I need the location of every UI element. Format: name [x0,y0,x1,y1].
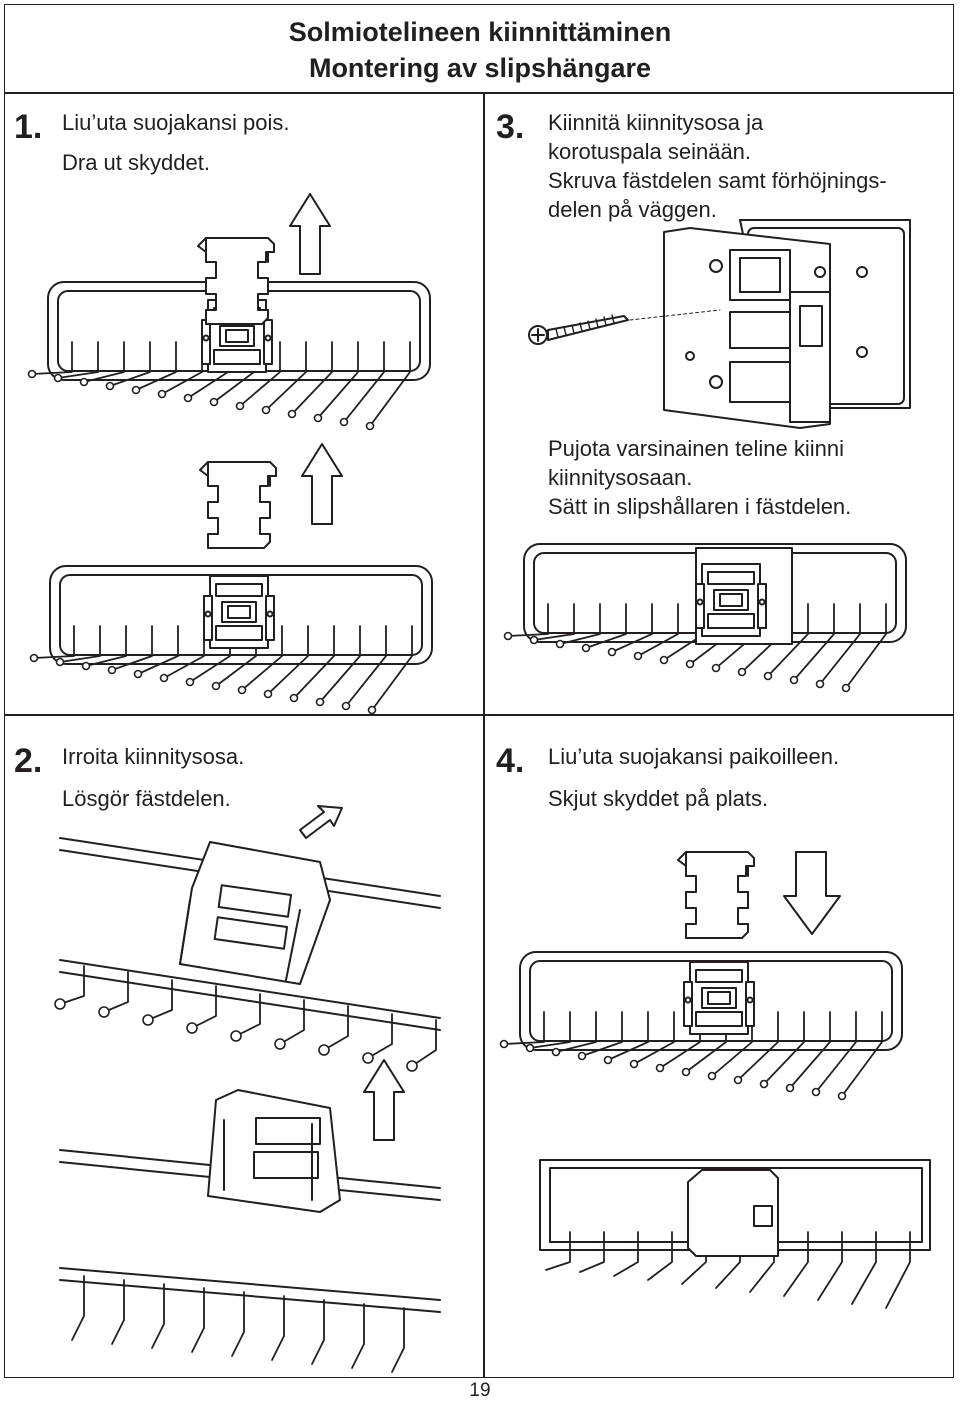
step-1-rack-lower-illustration [29,443,433,715]
step-1-text-fi: Liu’uta suojakansi pois. [62,110,290,135]
title-swedish: Montering av slipshängare [308,53,652,83]
step-3-text-fi-1: Kiinnitä kiinnitysosa ja [548,110,764,135]
step-3-text-sv-1: Skruva fästdelen samt förhöjnings- [548,168,887,193]
step-1-number: 1. [14,108,43,146]
step-3-sub-fi-2: kiinnitysosaan. [548,465,693,490]
middle-divider [4,714,954,716]
step-3-number: 3. [496,108,525,146]
step-4-covered-rack-illustration [539,1159,931,1309]
page-number: 19 [469,1380,491,1401]
step-2-rack-illustration [54,805,441,1072]
step-3-text-fi-2: korotuspala seinään. [548,139,752,164]
title-finnish: Solmiotelineen kiinnittäminen [288,17,672,47]
step-2-text-sv: Lösgör fästdelen. [62,786,231,811]
step-2-text-fi: Irroita kiinnitysosa. [62,744,245,769]
step-3-rack-illustration [503,543,907,693]
step-1-text-sv: Dra ut skyddet. [62,150,210,175]
step-3-sub-fi-1: Pujota varsinainen teline kiinni [548,436,844,461]
page-frame [4,4,954,1378]
step-2-number: 2. [14,742,43,780]
step-1-rack-illustration [27,193,431,431]
step-4-text-sv: Skjut skyddet på plats. [548,786,769,811]
step-2-lower-illustration [59,1059,441,1373]
page-title: Solmiotelineen kiinnittäminen Montering … [0,14,960,86]
step-3-wall-mount-illustration [528,219,911,429]
step-4-text-fi: Liu’uta suojakansi paikoilleen. [548,744,840,769]
step-4-rack-illustration [499,851,903,1101]
header-divider [4,92,954,94]
column-divider [483,92,485,1378]
step-4-number: 4. [496,742,525,780]
step-3-text-sv-2: delen på väggen. [548,197,717,222]
step-3-sub-sv: Sätt in slipshållaren i fästdelen. [548,494,852,519]
